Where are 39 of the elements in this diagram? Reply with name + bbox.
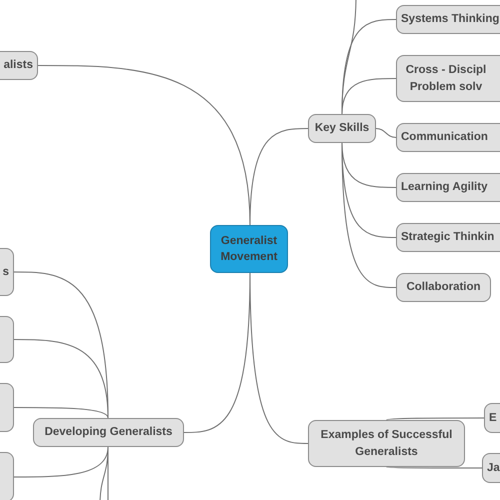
topic-box [308, 114, 376, 143]
connector-line [376, 128, 396, 138]
topic-box [396, 173, 500, 202]
topic-label: Strategic Thinkin [401, 230, 494, 246]
topic-box [396, 123, 500, 152]
connector-line [250, 128, 308, 226]
topic-label: Examples of Successful Generalists [320, 428, 454, 460]
topic-label: Developing Generalists [44, 425, 172, 440]
topic-box [308, 420, 465, 467]
topic-label: E [489, 410, 497, 426]
connector-line [342, 142, 396, 288]
connector-line [386, 466, 482, 468]
topic-label: Generalist Movement [220, 234, 278, 265]
topic-label: s [2, 264, 9, 280]
empty-topic-box [0, 452, 14, 500]
topic-label: Systems Thinking [401, 12, 500, 28]
topic-box [396, 273, 491, 302]
empty-topic-box [0, 383, 14, 432]
topic-label: Learning Agility [401, 180, 488, 196]
central-topic-box [210, 225, 288, 273]
topic-label: Key Skills [314, 121, 370, 136]
connector-line [14, 407, 108, 418]
topic-label: Communication [401, 130, 488, 146]
topic-box [0, 248, 14, 296]
topic-box [396, 223, 500, 252]
topic-box [0, 51, 38, 80]
connector-line [386, 418, 484, 420]
topic-box [33, 418, 184, 447]
topic-label: Collaboration [406, 280, 481, 296]
topic-label: Cross - Discipl Problem solv [404, 63, 488, 94]
topic-label: Ja [487, 460, 500, 476]
topic-box [482, 453, 500, 483]
connector-line [14, 339, 108, 418]
topic-label: alists [4, 58, 33, 74]
topic-box [396, 5, 500, 34]
topic-box [484, 403, 500, 433]
topic-box [396, 55, 500, 102]
empty-topic-box [0, 316, 14, 363]
connector-line [342, 78, 396, 114]
